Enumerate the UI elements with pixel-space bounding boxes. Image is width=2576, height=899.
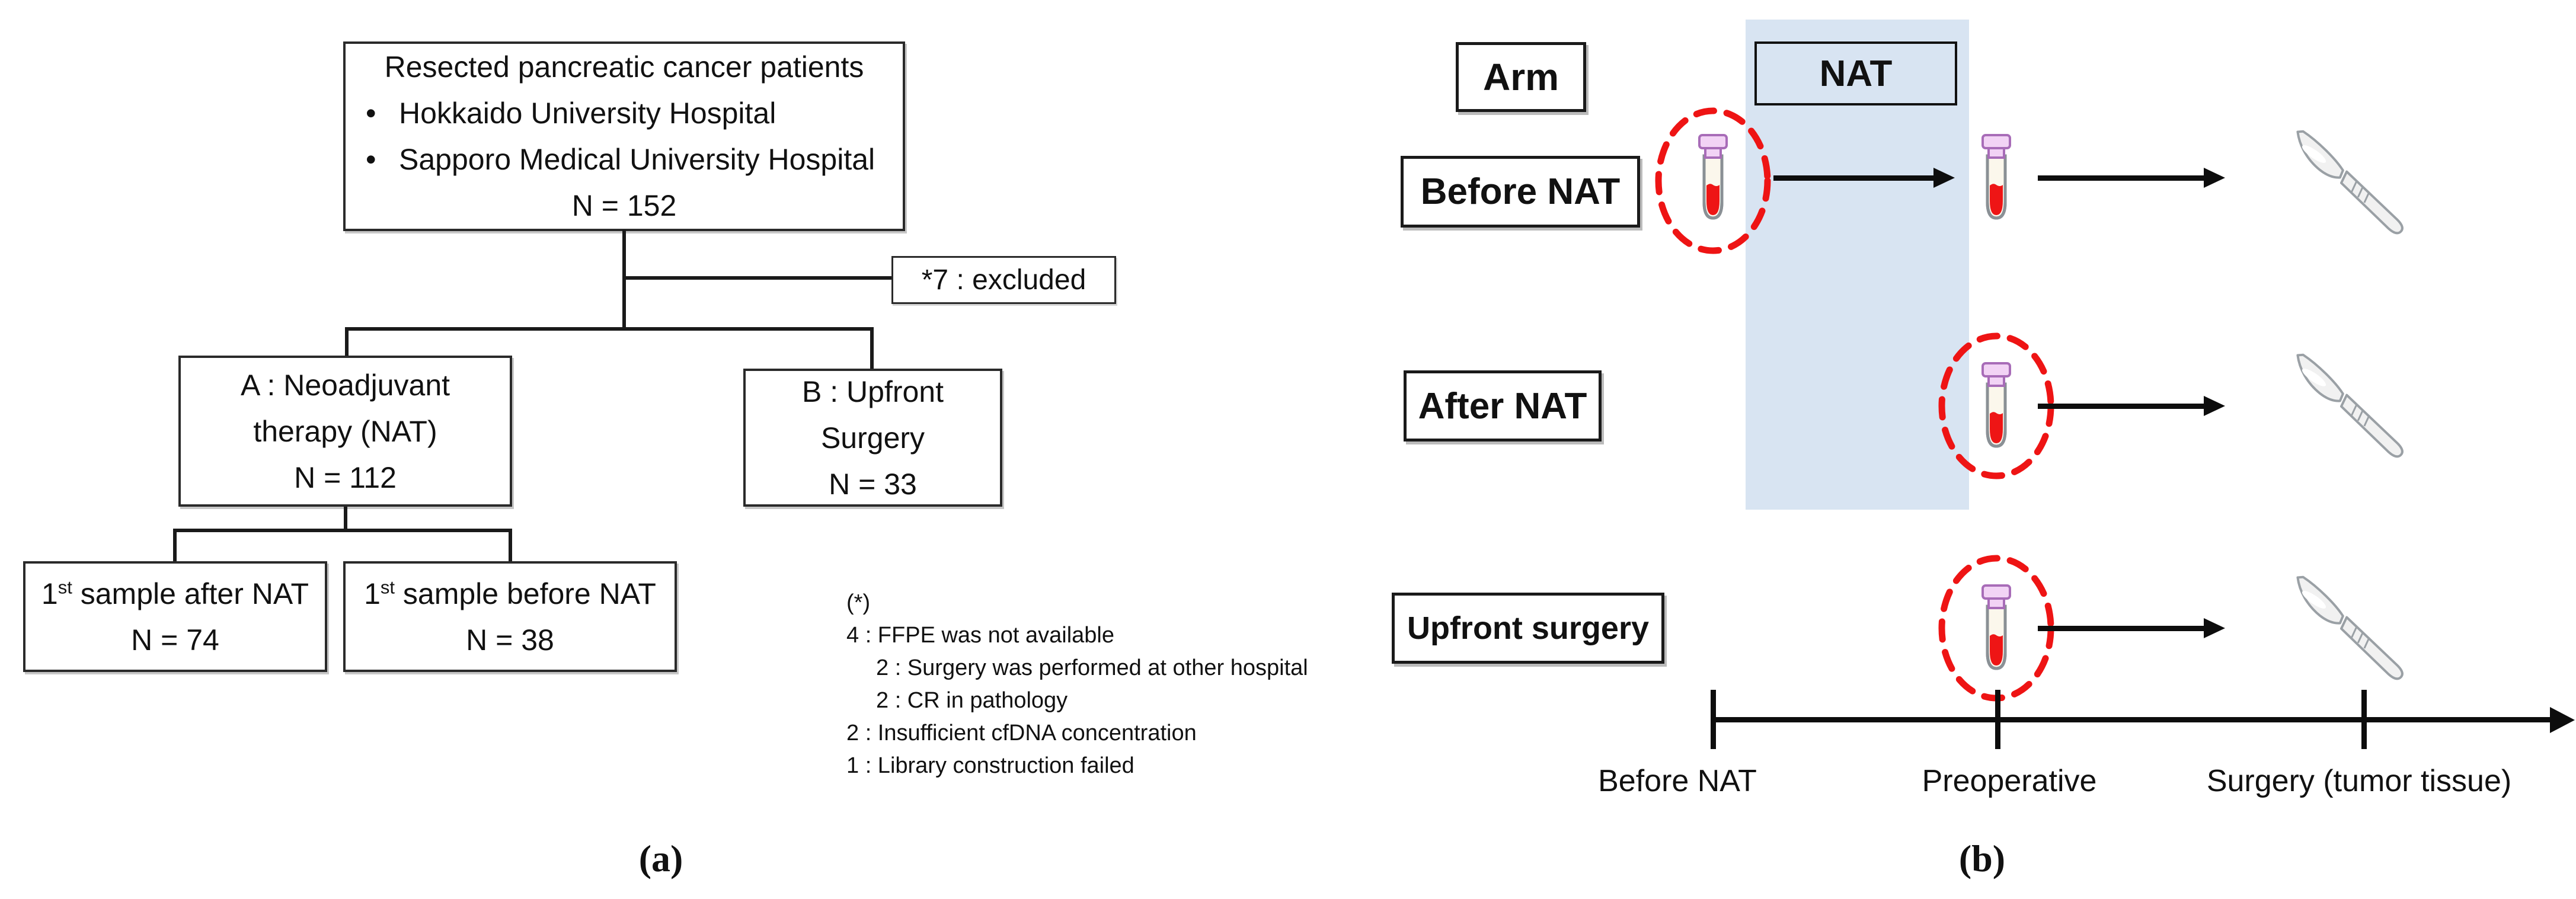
row-label-after-nat: After NAT: [1404, 370, 1602, 441]
flow-arrowhead: [2204, 396, 2225, 416]
timeline-label-surgery: Surgery (tumor tissue): [2206, 764, 2512, 798]
nat-arm-line1: A : Neoadjuvant: [240, 368, 450, 402]
sample-before-count: N = 38: [466, 623, 554, 657]
timeline-label-preoperative: Preoperative: [1922, 764, 2097, 798]
nat-arm-box: A : Neoadjuvant therapy (NAT) N = 112: [178, 356, 512, 507]
connector-distributor-2: [173, 529, 512, 532]
flow-arrow: [2038, 175, 2205, 181]
timeline-tick: [1995, 690, 2000, 749]
footnote-item: 4 : FFPE was not available: [846, 623, 1114, 648]
exclusion-footnote: (*) 4 : FFPE was not available 2 : Surge…: [846, 587, 1392, 782]
footnote-item: 2 : CR in pathology: [876, 688, 1068, 713]
row-label-before-nat: Before NAT: [1401, 156, 1640, 228]
timeline-tick: [2361, 690, 2367, 749]
top-box-bullet-1: •Hokkaido University Hospital: [346, 90, 903, 136]
footnote-item: 2 : Surgery was performed at other hospi…: [876, 655, 1308, 680]
connector-distributor-1: [345, 327, 874, 331]
timeline-arrowhead: [2550, 707, 2575, 733]
sample-before-label: 1st sample before NAT: [364, 576, 656, 610]
flow-arrow: [1773, 175, 1935, 181]
connector-drop-a: [345, 327, 349, 357]
timeline-label-before-nat: Before NAT: [1598, 764, 1757, 798]
excluded-label: *7 : excluded: [921, 264, 1086, 296]
scalpel-icon: [2280, 114, 2416, 250]
footnote-header: (*): [846, 590, 871, 615]
upfront-arm-box: B : Upfront Surgery N = 33: [743, 369, 1002, 507]
footnote-item: 2 : Insufficient cfDNA concentration: [846, 721, 1197, 746]
blood-tube-icon: [1978, 133, 2015, 222]
connector-trunk: [622, 230, 626, 331]
connector-drop-left: [173, 529, 177, 561]
flow-arrow: [2038, 404, 2205, 409]
sample-after-box: 1st sample after NAT N = 74: [23, 561, 327, 672]
panel-b-caption: (b): [1958, 837, 2006, 879]
timeline-axis: [1711, 717, 2552, 722]
nat-header-box: NAT: [1754, 41, 1957, 105]
connector-drop-b: [870, 327, 874, 370]
excluded-box: *7 : excluded: [891, 256, 1116, 304]
nat-arm-count: N = 112: [294, 460, 397, 494]
sample-after-count: N = 74: [131, 623, 219, 657]
flowchart-top-box: Resected pancreatic cancer patients •Hok…: [343, 41, 905, 231]
sample-before-box: 1st sample before NAT N = 38: [343, 561, 677, 672]
panel-a-caption: (a): [638, 837, 683, 879]
top-box-count: N = 152: [571, 189, 677, 222]
upfront-arm-line2: Surgery: [820, 421, 925, 455]
bullet-icon: •: [366, 143, 376, 176]
top-box-bullet-2: •Sapporo Medical University Hospital: [346, 136, 903, 183]
footnote-item: 1 : Library construction failed: [846, 753, 1134, 778]
flow-arrowhead: [1933, 168, 1955, 188]
bullet-icon: •: [366, 97, 376, 130]
connector-drop-right: [509, 529, 512, 561]
blood-tube-icon: [1978, 361, 2015, 450]
top-box-title: Resected pancreatic cancer patients: [384, 50, 864, 84]
flow-arrowhead: [2204, 618, 2225, 638]
blood-tube-icon: [1695, 133, 1731, 222]
arm-header-box: Arm: [1456, 42, 1586, 112]
blood-tube-icon: [1978, 584, 2015, 673]
scalpel-icon: [2280, 338, 2416, 474]
timeline-tick: [1711, 690, 1716, 749]
row-label-upfront-surgery: Upfront surgery: [1392, 593, 1664, 664]
scalpel-icon: [2280, 560, 2416, 696]
nat-arm-line2: therapy (NAT): [253, 414, 437, 448]
flow-arrowhead: [2204, 168, 2225, 188]
upfront-arm-line1: B : Upfront: [802, 375, 944, 408]
flow-arrow: [2038, 626, 2205, 631]
connector-excluded-branch: [622, 276, 891, 280]
upfront-arm-count: N = 33: [829, 467, 917, 501]
sample-after-label: 1st sample after NAT: [41, 576, 309, 610]
connector-drop-a2: [344, 507, 347, 532]
